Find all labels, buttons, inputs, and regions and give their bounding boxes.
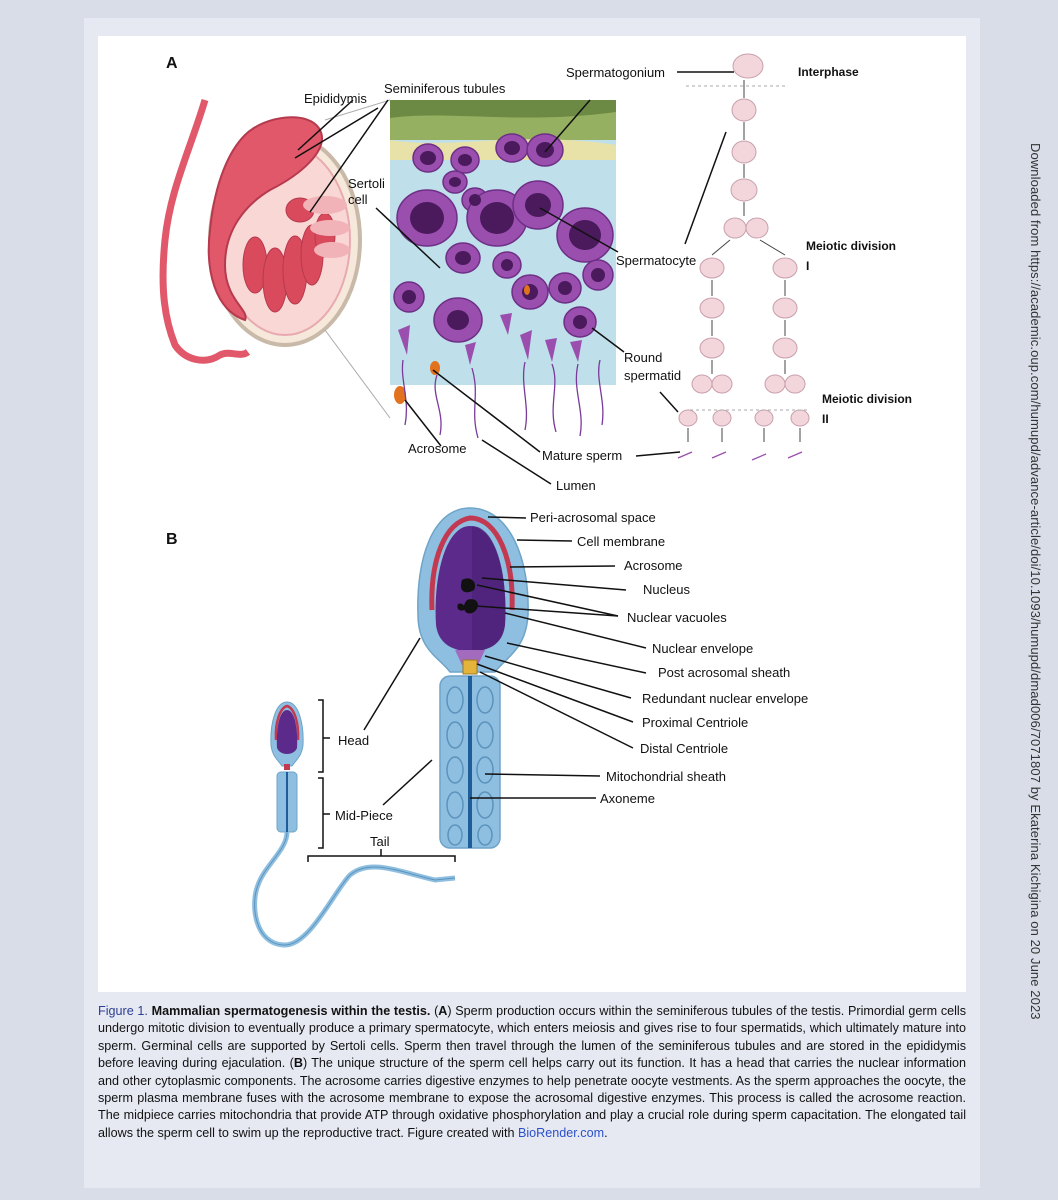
caption-part-a-letter: A (438, 1004, 448, 1018)
caption-part-b-letter: B (293, 1056, 303, 1071)
panel-b-leaders (363, 516, 647, 806)
label-axoneme: Axoneme (600, 791, 655, 806)
label-proximal-centriole: Proximal Centriole (642, 715, 748, 730)
label-acrosome-b: Acrosome (624, 558, 683, 573)
label-mid-piece: Mid-Piece (335, 808, 393, 823)
figure-caption: Figure 1. Mammalian spermatogenesis with… (98, 1003, 966, 1142)
label-meiotic-1a: Meiotic division (806, 239, 896, 253)
biorender-link[interactable]: BioRender.com (517, 1125, 605, 1140)
panel-b-letter: B (166, 531, 178, 548)
label-cell-membrane: Cell membrane (577, 534, 665, 549)
label-lumen: Lumen (556, 478, 596, 493)
label-tail: Tail (370, 834, 390, 849)
sperm-whole-small (252, 701, 456, 948)
panel-a-letter: A (166, 55, 178, 72)
label-mature-sperm: Mature sperm (542, 448, 622, 463)
panel-b-brackets (307, 699, 456, 862)
label-mitochondrial-sheath: Mitochondrial sheath (606, 769, 726, 784)
label-sertoli-2: cell (348, 192, 368, 207)
midpiece-large (439, 675, 501, 849)
label-peri-acrosomal: Peri-acrosomal space (530, 510, 656, 525)
caption-part-a-open: ( (434, 1004, 439, 1018)
meiosis-lineage (678, 53, 810, 427)
label-distal-centriole: Distal Centriole (640, 741, 728, 756)
label-spermatocyte: Spermatocyte (616, 253, 696, 268)
lineage-arrows (687, 80, 801, 442)
caption-part-b-text: ) The unique structure of the sperm cell… (98, 1056, 966, 1140)
label-meiotic-2b: II (822, 412, 829, 426)
label-round-1: Round (624, 350, 662, 365)
germ-cells (393, 133, 614, 439)
testis-drawing (159, 98, 362, 364)
sperm-head-large (417, 507, 529, 675)
mature-sperm-icons (677, 451, 803, 461)
label-acrosome-a: Acrosome (408, 441, 467, 456)
label-meiotic-2a: Meiotic division (822, 392, 912, 406)
label-spermatogonium: Spermatogonium (566, 65, 665, 80)
label-redundant-envelope: Redundant nuclear envelope (642, 691, 808, 706)
caption-end: . (604, 1125, 608, 1140)
caption-figure-label: Figure 1. (98, 1004, 148, 1018)
panel-a-leaders (294, 71, 734, 485)
download-note: Downloaded from https://academic.oup.com… (1028, 143, 1043, 1020)
label-head: Head (338, 733, 369, 748)
label-post-acrosomal: Post acrosomal sheath (658, 665, 790, 680)
caption-part-a-text: ) Sperm production occurs within the sem… (98, 1004, 967, 1071)
caption-title: Mammalian spermatogenesis within the tes… (151, 1004, 431, 1018)
label-sertoli-1: Sertoli (348, 176, 385, 191)
label-interphase: Interphase (798, 65, 859, 79)
label-nuclear-envelope: Nuclear envelope (652, 641, 753, 656)
label-round-2: spermatid (624, 368, 681, 383)
label-seminiferous-tubules: Seminiferous tubules (384, 81, 506, 96)
label-epididymis: Epididymis (304, 91, 367, 106)
label-nuclear-vacuoles: Nuclear vacuoles (627, 610, 727, 625)
label-nucleus: Nucleus (643, 582, 690, 597)
label-meiotic-1b: I (806, 259, 809, 273)
caption-part-b-open: ( (289, 1056, 294, 1071)
